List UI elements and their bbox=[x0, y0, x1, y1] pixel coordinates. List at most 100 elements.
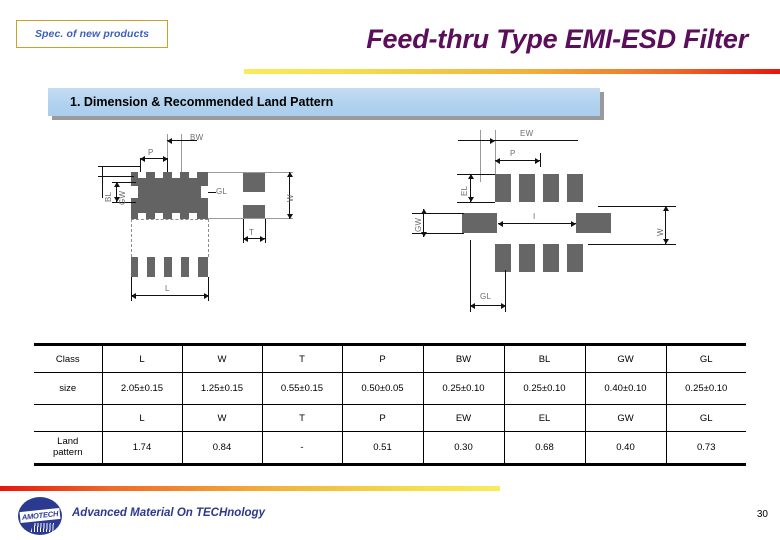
land-pad-ground-right bbox=[576, 213, 611, 233]
table-row: size 2.05±0.15 1.25±0.15 0.55±0.15 0.50±… bbox=[34, 372, 746, 405]
gw-dim-line-right bbox=[423, 209, 424, 237]
land-pad-top-4 bbox=[567, 174, 583, 202]
el-arrow-down bbox=[468, 197, 474, 202]
table-cell: Class bbox=[34, 343, 103, 373]
gw-ext-bottom-right bbox=[412, 233, 464, 234]
l-ext-left bbox=[131, 277, 132, 301]
table-cell: GW bbox=[584, 404, 667, 432]
bw-arrow-left bbox=[167, 138, 172, 144]
bl-ext-bottom bbox=[98, 176, 134, 177]
el-ext-top bbox=[457, 174, 495, 175]
terminal-top-3 bbox=[172, 172, 180, 178]
page-title: Feed-thru Type EMI-ESD Filter bbox=[366, 24, 748, 54]
label-gl-right: GL bbox=[480, 292, 492, 301]
table-cell: 0.25±0.10 bbox=[422, 372, 505, 405]
label-gw: GW bbox=[118, 190, 127, 205]
terminal-bottom-1 bbox=[138, 213, 146, 219]
gl-ext-right bbox=[505, 270, 506, 312]
gl-arrow-left bbox=[470, 303, 475, 309]
l-arrow-right bbox=[204, 293, 209, 299]
table-row: Class L W T P BW BL GW GL bbox=[34, 343, 746, 373]
w-dim-line bbox=[289, 172, 290, 219]
w-arrow-up-right bbox=[663, 206, 669, 211]
label-bl: BL bbox=[104, 191, 113, 202]
bottom-pad-gap-1 bbox=[138, 257, 147, 277]
table-cell: T bbox=[261, 404, 343, 432]
table-cell: W bbox=[181, 404, 263, 432]
table-row: L W T P EW EL GW GL bbox=[34, 404, 746, 432]
t-arrow-left bbox=[243, 236, 248, 242]
gw-arrow-down bbox=[114, 197, 120, 202]
i-arrow-left bbox=[498, 221, 503, 227]
table-cell: GW bbox=[584, 343, 667, 373]
l-dim-line bbox=[131, 295, 209, 296]
table-cell: T bbox=[261, 343, 343, 373]
table-cell: 2.05±0.15 bbox=[101, 372, 183, 405]
label-p-right: P bbox=[510, 149, 516, 158]
terminal-top-1 bbox=[138, 172, 146, 178]
p-extension-right bbox=[167, 158, 168, 172]
i-dim-line bbox=[498, 223, 576, 224]
title-gradient-rule bbox=[244, 69, 780, 74]
table-cell: 0.25±0.10 bbox=[665, 372, 746, 405]
amotech-logo: AMOTECH bbox=[18, 497, 64, 537]
diagram-area: BW P BL GW GL bbox=[0, 120, 780, 325]
bottom-view-proj-right bbox=[208, 219, 209, 257]
el-dim-line bbox=[470, 174, 471, 202]
p-arrow-left-right bbox=[495, 158, 500, 164]
w-dim-line-right bbox=[665, 206, 666, 244]
table-cell: 0.50±0.05 bbox=[341, 372, 424, 405]
table-cell: EW bbox=[422, 404, 505, 432]
land-pad-top-3 bbox=[543, 174, 559, 202]
table-cell: BW bbox=[422, 343, 505, 373]
p-extension-left bbox=[140, 158, 141, 172]
section-header-bar: 1. Dimension & Recommended Land Pattern bbox=[48, 88, 604, 120]
terminal-bottom-2 bbox=[155, 213, 163, 219]
table-cell: W bbox=[181, 343, 263, 373]
ew-extension-left bbox=[480, 130, 481, 182]
table-cell: 1.25±0.15 bbox=[181, 372, 263, 405]
footer-gradient-rule bbox=[0, 486, 500, 491]
table-cell: size bbox=[34, 372, 103, 405]
land-pattern-line2: pattern bbox=[52, 446, 83, 458]
terminal-bottom-4 bbox=[189, 213, 197, 219]
ew-arrow-right bbox=[490, 138, 495, 144]
label-ew-top: EW bbox=[520, 129, 534, 138]
table-cell: 0.40 bbox=[584, 431, 667, 466]
label-p: P bbox=[148, 148, 154, 157]
label-t: T bbox=[249, 228, 255, 237]
gw-arrow-up-right bbox=[421, 209, 427, 214]
gw-ext-top-right bbox=[412, 213, 464, 214]
table-cell: 0.73 bbox=[665, 431, 746, 466]
bottom-view-proj-left bbox=[131, 219, 132, 257]
w-arrow-down-right bbox=[663, 239, 669, 244]
section-bar-fill: 1. Dimension & Recommended Land Pattern bbox=[48, 88, 600, 116]
w-ext-bottom-right bbox=[588, 244, 676, 245]
terminal-bottom-3 bbox=[172, 213, 180, 219]
ew-dim-line bbox=[458, 140, 578, 141]
land-pad-top-1 bbox=[495, 174, 511, 202]
component-dimension-drawing: BW P BL GW GL bbox=[98, 120, 400, 320]
el-arrow-up bbox=[468, 174, 474, 179]
label-w-right: W bbox=[656, 228, 665, 236]
side-view-block-top bbox=[243, 172, 265, 192]
bottom-pad-gap-3 bbox=[172, 257, 181, 277]
bw-extension-right bbox=[181, 134, 182, 174]
table-cell: 0.55±0.15 bbox=[261, 372, 343, 405]
w-arrow-up bbox=[287, 172, 293, 177]
table-cell: EL bbox=[503, 404, 586, 432]
land-pad-bottom-3 bbox=[543, 244, 559, 272]
label-gl: GL bbox=[216, 187, 228, 196]
ground-terminal-left bbox=[131, 186, 138, 198]
gl-ext-left bbox=[470, 240, 471, 312]
bl-dim-line bbox=[102, 166, 103, 198]
table-cell: 1.74 bbox=[101, 431, 183, 466]
t-dim-line bbox=[243, 238, 265, 239]
p-extension-right2 bbox=[540, 153, 541, 167]
table-cell: P bbox=[341, 343, 424, 373]
section-heading-label: 1. Dimension & Recommended Land Pattern bbox=[70, 95, 334, 109]
gw-ext-bottom bbox=[112, 202, 136, 203]
bottom-view-proj-top bbox=[131, 219, 208, 220]
label-bw: BW bbox=[190, 133, 204, 142]
footer: AMOTECH Advanced Material On TECHnology … bbox=[0, 495, 780, 540]
